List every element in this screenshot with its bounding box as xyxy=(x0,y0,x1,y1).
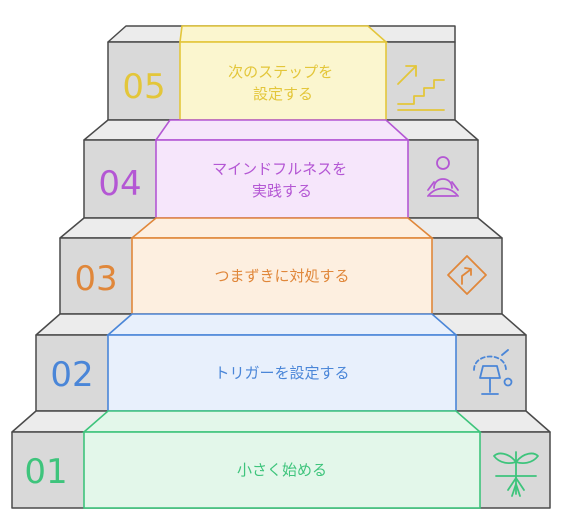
step-01: 01 小さく始める xyxy=(24,410,539,509)
step-03-label: つまずきに対処する xyxy=(214,267,349,285)
step-02-number: 02 xyxy=(50,355,93,395)
step-04-number: 04 xyxy=(98,164,141,204)
step-01-label: 小さく始める xyxy=(237,461,327,479)
step-04-face xyxy=(155,139,409,219)
step-05-number: 05 xyxy=(122,67,165,107)
step-03-face xyxy=(131,237,433,315)
step-02-top xyxy=(105,313,459,336)
lamp-icon xyxy=(473,349,513,395)
step-01-number: 01 xyxy=(24,452,67,492)
step-04-top xyxy=(154,119,411,141)
step-01-face xyxy=(83,431,481,509)
step-05-top xyxy=(179,25,389,43)
step-05: 05 次のステップを 設定する xyxy=(122,25,445,121)
sprout-icon xyxy=(493,451,539,497)
meditation-icon xyxy=(427,156,459,197)
step-05-label: 次のステップを 設定する xyxy=(228,63,338,103)
step-03: 03 つまずきに対処する xyxy=(74,217,487,315)
step-03-top xyxy=(129,217,435,239)
step-02-face xyxy=(107,334,457,412)
detour-sign-icon xyxy=(447,255,487,295)
step-03-number: 03 xyxy=(74,259,117,299)
step-01-top xyxy=(81,410,483,433)
step-02: 02 トリガーを設定する xyxy=(50,313,513,412)
step-02-label: トリガーを設定する xyxy=(214,364,349,382)
stairs-icon xyxy=(397,65,445,111)
step-04: 04 マインドフルネスを 実践する xyxy=(98,119,459,219)
step-05-face xyxy=(179,41,387,121)
step-04-label: マインドフルネスを 実践する xyxy=(212,160,352,200)
